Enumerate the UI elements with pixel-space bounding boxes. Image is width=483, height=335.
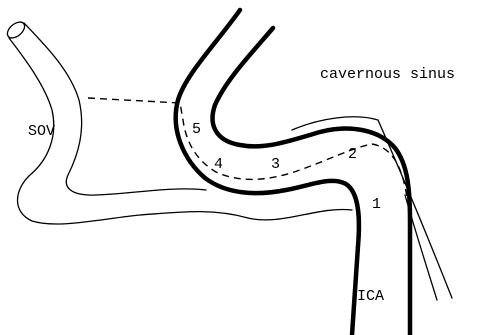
point-1-label: 1 [372,196,381,213]
point-2-label: 2 [348,146,357,163]
sov-lower-wall [9,38,352,224]
cavernous-sinus-label: cavernous sinus [320,66,455,83]
dashed-route [88,98,408,205]
ica-label: ICA [357,288,384,305]
point-5-label: 5 [192,121,201,138]
cavernous-sinus-right-outline [378,120,452,298]
sov-opening [4,19,27,41]
point-4-label: 4 [214,156,223,173]
point-3-label: 3 [271,156,280,173]
ica-outer-wall [176,10,359,335]
sov-label: SOV [28,123,55,140]
